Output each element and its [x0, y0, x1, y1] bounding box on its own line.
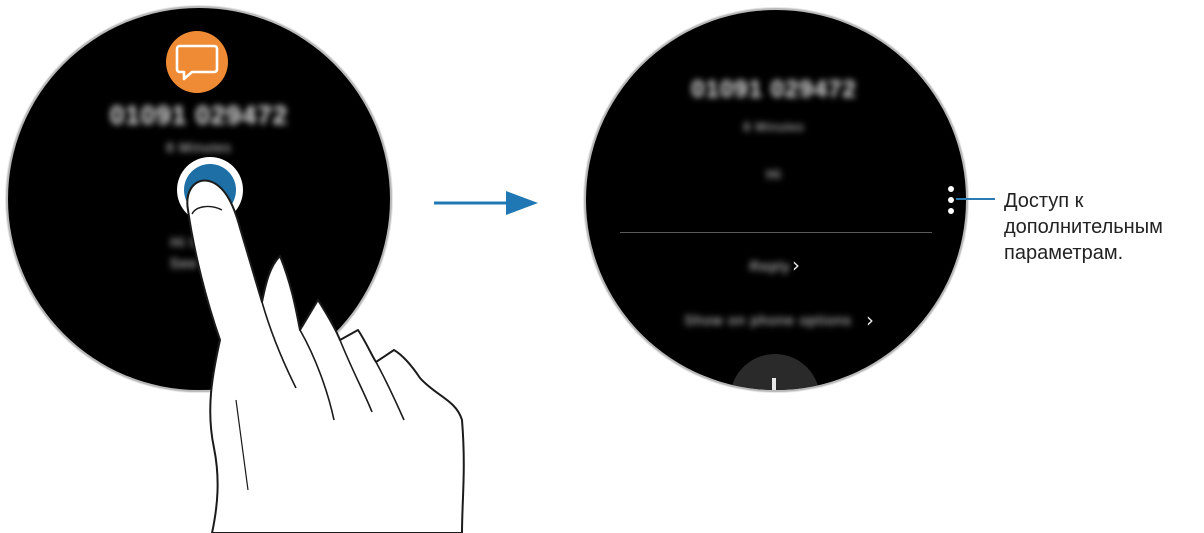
callout-label: Доступ к дополнительным параметрам.: [1004, 188, 1163, 266]
blurred-timestamp: 8 Minutes: [743, 120, 804, 134]
callout-line-2: дополнительным: [1004, 214, 1163, 240]
right-arrow-icon: [432, 188, 542, 218]
blurred-contact-number: 01091 029472: [691, 76, 857, 104]
watch-screen-right: 01091 029472 8 Minutes Hi Reply › Show o…: [586, 10, 966, 390]
blurred-menu-item[interactable]: Reply: [750, 258, 791, 274]
reply-button[interactable]: [730, 354, 820, 390]
blurred-menu-item[interactable]: Show on phone options: [684, 312, 851, 328]
divider: [620, 232, 932, 233]
callout-line-3: параметрам.: [1004, 240, 1163, 266]
blurred-message: Hi: [766, 166, 781, 182]
callout-line: [956, 198, 995, 200]
chevron-right-icon: ›: [792, 255, 800, 275]
reply-icon: [772, 378, 776, 390]
chevron-right-icon: ›: [866, 310, 874, 330]
more-options-icon[interactable]: [946, 186, 956, 218]
callout-line-1: Доступ к: [1004, 188, 1163, 214]
